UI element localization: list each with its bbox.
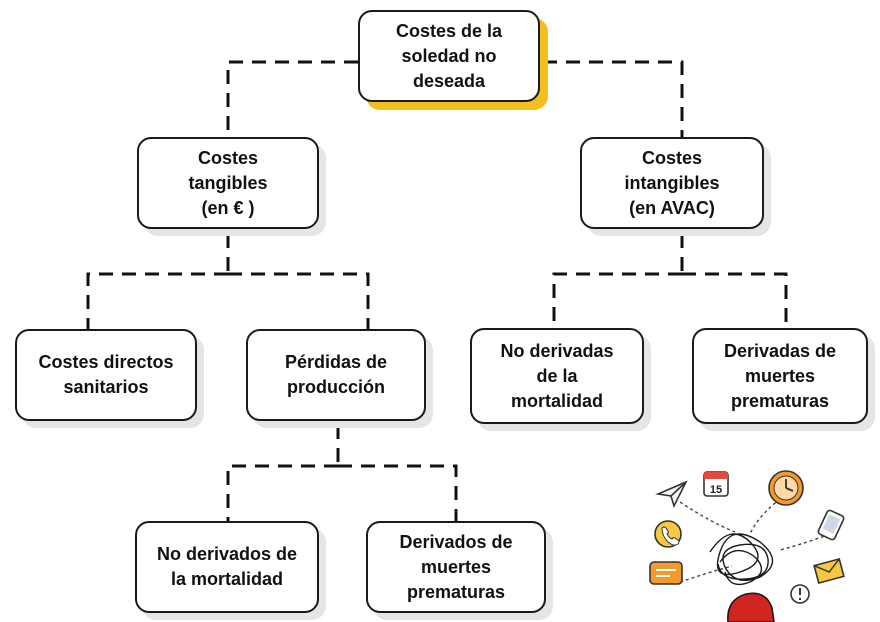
mobile-phone-icon — [817, 509, 845, 541]
node-tangible-label: Costes tangibles (en € ) — [188, 147, 268, 218]
chat-bubble-icon — [649, 561, 683, 585]
node-direct-health: Costes directos sanitarios — [15, 329, 197, 421]
calendar-day: 15 — [710, 484, 722, 496]
node-production-non-mortality-label: No derivados de la mortalidad — [156, 544, 298, 589]
phone-icon — [654, 520, 682, 548]
node-production-premature-label: Derivados de muertes prematuras — [399, 531, 513, 602]
calendar-icon: 15 — [703, 471, 729, 497]
node-intangible-premature: Derivadas de muertes prematuras — [692, 328, 868, 424]
edge-intangible-non-mortality — [552, 272, 682, 328]
edge-root-intangible — [543, 60, 684, 137]
edge-tangible-direct-health — [86, 272, 228, 329]
tangled-thoughts-icon — [709, 533, 774, 586]
node-production-non-mortality: No derivados de la mortalidad — [135, 521, 319, 613]
node-intangible-non-mortality: No derivadas de la mortalidad — [470, 328, 644, 424]
alert-icon — [790, 584, 810, 604]
clock-icon — [768, 470, 804, 506]
illustration: 15 — [649, 470, 845, 622]
node-intangible-premature-label: Derivadas de muertes prematuras — [723, 340, 837, 411]
node-direct-health-label: Costes directos sanitarios — [38, 352, 174, 397]
node-root-label: Costes de la soledad no deseada — [395, 20, 503, 91]
edge-intangible-premature — [682, 272, 788, 328]
node-production-premature: Derivados de muertes prematuras — [366, 521, 546, 613]
node-root: Costes de la soledad no deseada — [358, 10, 540, 102]
node-intangible-non-mortality-label: No derivadas de la mortalidad — [500, 340, 614, 411]
edge-root-tangible — [226, 60, 358, 137]
node-production-loss: Pérdidas de producción — [246, 329, 426, 421]
head-silhouette — [727, 592, 775, 622]
node-tangible: Costes tangibles (en € ) — [137, 137, 319, 229]
node-intangible: Costes intangibles (en AVAC) — [580, 137, 764, 229]
node-intangible-label: Costes intangibles (en AVAC) — [624, 147, 720, 218]
node-production-loss-label: Pérdidas de producción — [284, 352, 388, 397]
edge-tangible-production-loss — [228, 272, 370, 329]
envelope-icon — [813, 557, 845, 585]
paper-plane-icon — [655, 480, 688, 509]
edge-production-premature — [338, 464, 458, 521]
edge-production-non-mortality — [226, 464, 338, 521]
